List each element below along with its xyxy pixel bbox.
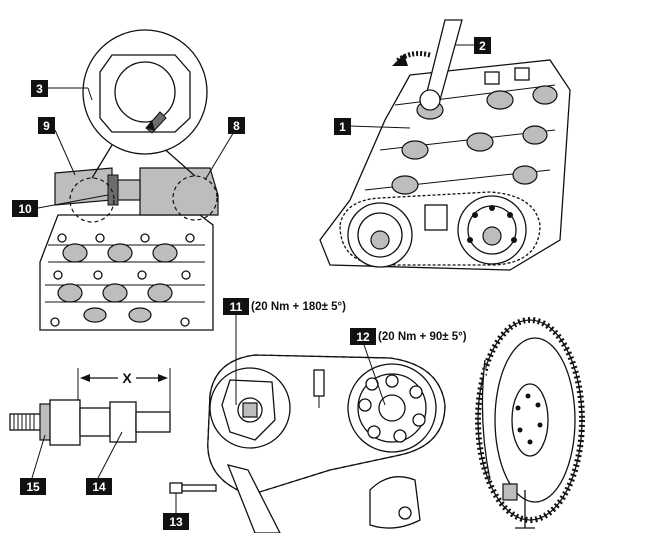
flywheel: [475, 317, 585, 529]
callout-2: 2: [455, 37, 491, 54]
svg-text:8: 8: [233, 119, 240, 133]
cylinder-head-left-view: [39, 29, 219, 331]
svg-text:2: 2: [479, 39, 486, 53]
timing-chain-assembly: [169, 354, 446, 533]
svg-text:9: 9: [43, 119, 50, 133]
measuring-tool: X: [9, 368, 171, 446]
callout-13: 13: [163, 493, 189, 530]
svg-text:12: 12: [356, 330, 370, 344]
svg-text:3: 3: [36, 82, 43, 96]
torque-spec-11: (20 Nm + 180± 5°): [251, 301, 346, 313]
svg-text:14: 14: [92, 480, 106, 494]
callout-3: 3: [31, 80, 93, 101]
callout-11: 11 (20 Nm + 180± 5°): [223, 298, 346, 405]
callout-14: 14: [86, 431, 123, 495]
svg-text:X: X: [122, 370, 132, 386]
callout-8: 8: [204, 117, 245, 181]
svg-text:15: 15: [26, 480, 40, 494]
callout-1: 1: [334, 118, 411, 135]
svg-text:11: 11: [230, 300, 243, 314]
svg-text:10: 10: [18, 202, 32, 216]
callout-15: 15: [20, 434, 46, 495]
cylinder-head-right-view: [319, 19, 571, 271]
callout-10: 10: [12, 194, 109, 217]
svg-text:1: 1: [339, 120, 346, 134]
callout-9: 9: [38, 117, 76, 176]
torque-spec-12: (20 Nm + 90± 5°): [378, 331, 467, 343]
svg-text:13: 13: [169, 515, 183, 529]
callout-12: 12 (20 Nm + 90± 5°): [350, 328, 467, 406]
